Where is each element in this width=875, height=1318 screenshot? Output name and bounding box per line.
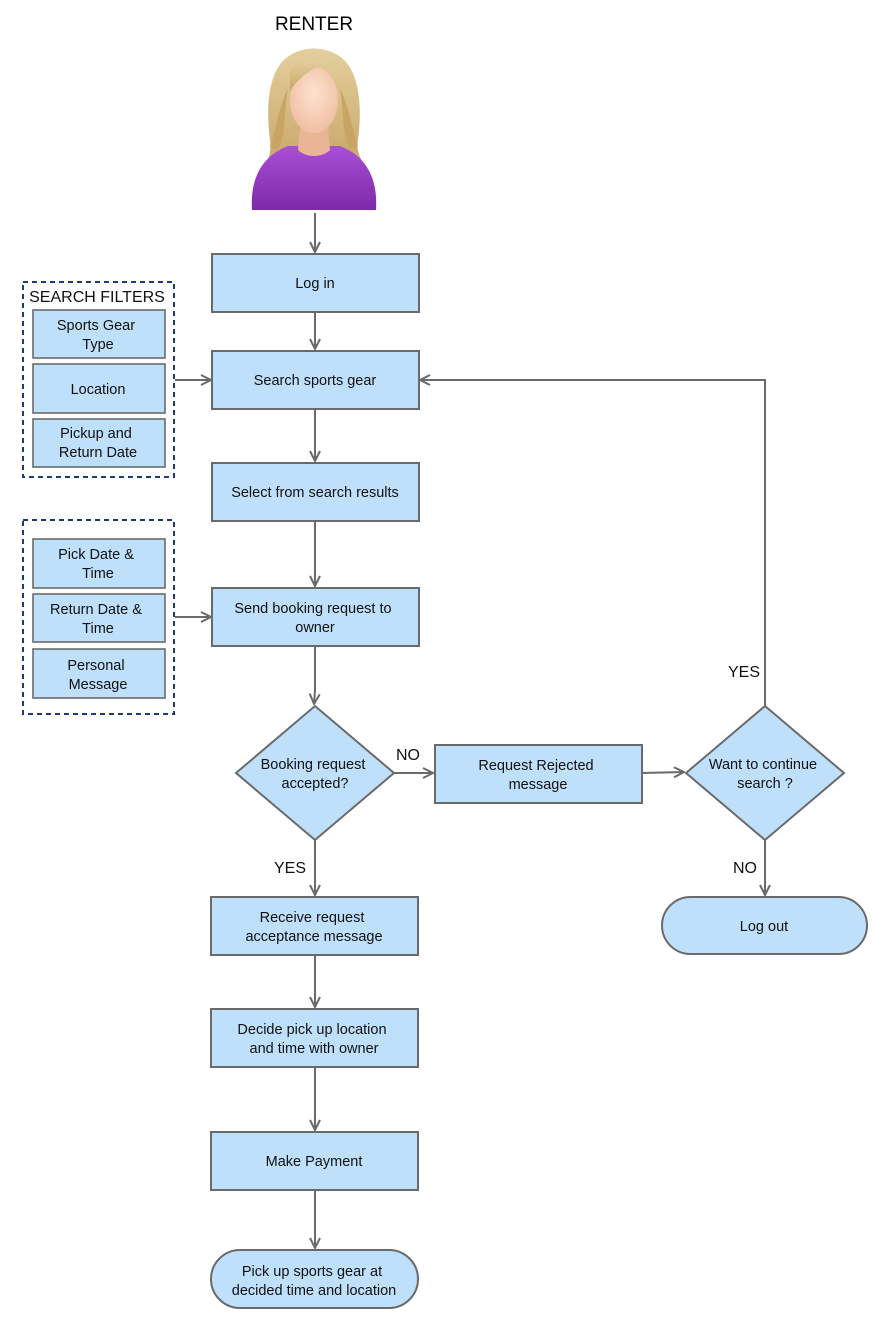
node-make-payment-label: Make Payment xyxy=(266,1154,363,1170)
node-search-sports-gear: Search sports gear xyxy=(211,350,420,410)
svg-text:Pick Date & Time: Pick Date & Time xyxy=(58,547,138,582)
svg-text:Want to continue search: Want to continue search ? xyxy=(709,757,821,792)
filter-location: Location xyxy=(32,363,166,414)
node-continue-search-line-1: Want to continue xyxy=(709,757,817,773)
node-send-booking-line-2: owner xyxy=(295,620,335,636)
svg-text:Decide pick up location: Decide pick up location and time with ow… xyxy=(237,1022,390,1057)
node-decide-pickup-line-1: Decide pick up location xyxy=(237,1022,386,1038)
node-receive-acceptance-line-1: Receive request xyxy=(260,910,365,926)
field-personal-message-line-1: Personal xyxy=(67,658,124,674)
filter-pickup-return-date-line-1: Pickup and xyxy=(60,426,132,442)
node-select-results: Select from search results xyxy=(211,462,420,522)
node-send-booking: Send booking request to owner xyxy=(211,587,420,647)
filter-sports-gear-type-line-1: Sports Gear xyxy=(57,318,135,334)
node-request-rejected-line-1: Request Rejected xyxy=(478,758,593,774)
field-personal-message: Personal Message xyxy=(32,648,166,699)
node-booking-accepted-line-2: accepted? xyxy=(282,776,349,792)
svg-text:Return Date & Time: Return Date & Time xyxy=(50,602,146,637)
svg-text:Location: Location xyxy=(71,382,126,398)
field-personal-message-line-2: Message xyxy=(69,677,128,693)
svg-text:Pick up sports gear at d: Pick up sports gear at decided time and … xyxy=(232,1264,396,1299)
search-filters-title: SEARCH FILTERS xyxy=(29,289,165,306)
node-pickup-gear-line-2: decided time and location xyxy=(232,1283,396,1299)
field-return-date-time: Return Date & Time xyxy=(32,593,166,643)
field-pick-date-time-line-2: Time xyxy=(82,566,114,582)
node-continue-search-decision: Want to continue search ? xyxy=(684,704,846,842)
svg-text:Request Rejected message: Request Rejected message xyxy=(478,758,597,793)
node-pickup-gear-line-1: Pick up sports gear at xyxy=(242,1264,382,1280)
node-continue-search-line-2: search ? xyxy=(737,776,793,792)
edge-continue-yes xyxy=(420,380,766,706)
node-login: Log in xyxy=(211,253,420,313)
edge-label-booking-yes: YES xyxy=(274,860,306,877)
edge-send-decision xyxy=(314,646,315,704)
svg-text:Booking request accepted: Booking request accepted? xyxy=(261,757,370,792)
edge-label-booking-no: NO xyxy=(396,747,420,764)
search-filters-group: SEARCH FILTERS Sports Gear Type Location… xyxy=(22,281,175,478)
node-decide-pickup-line-2: and time with owner xyxy=(250,1041,379,1057)
node-send-booking-line-1: Send booking request to xyxy=(234,601,391,617)
edge-label-continue-yes: YES xyxy=(728,664,760,681)
svg-text:Receive request acceptan: Receive request acceptance message xyxy=(245,910,382,945)
actor-title: RENTER xyxy=(275,14,353,35)
node-booking-accepted-decision: Booking request accepted? xyxy=(234,704,396,842)
field-return-date-time-line-2: Time xyxy=(82,621,114,637)
woman-avatar-icon xyxy=(251,48,377,210)
node-decide-pickup: Decide pick up location and time with ow… xyxy=(210,1008,419,1068)
field-pick-date-time-line-1: Pick Date & xyxy=(58,547,134,563)
field-pick-date-time: Pick Date & Time xyxy=(32,538,166,589)
filter-pickup-return-date-line-2: Return Date xyxy=(59,445,137,461)
node-make-payment: Make Payment xyxy=(210,1131,419,1191)
node-pickup-gear: Pick up sports gear at decided time and … xyxy=(210,1249,419,1309)
node-select-label: Select from search results xyxy=(231,485,399,501)
filter-pickup-return-date: Pickup and Return Date xyxy=(32,418,166,468)
node-receive-acceptance: Receive request acceptance message xyxy=(210,896,419,956)
node-log-out-label: Log out xyxy=(740,919,788,935)
field-return-date-time-line-1: Return Date & xyxy=(50,602,142,618)
node-search-label: Search sports gear xyxy=(254,373,377,389)
edge-label-continue-no: NO xyxy=(733,860,757,877)
connectors xyxy=(175,213,765,1248)
node-login-label: Log in xyxy=(295,276,335,292)
filter-sports-gear-type-line-2: Type xyxy=(82,337,113,353)
svg-text:Send booking request to: Send booking request to owner xyxy=(234,601,395,636)
filter-sports-gear-type: Sports Gear Type xyxy=(32,309,166,359)
filter-location-label: Location xyxy=(71,382,126,398)
svg-text:Pickup and Return Date: Pickup and Return Date xyxy=(59,426,137,461)
node-request-rejected-line-2: message xyxy=(509,777,568,793)
node-log-out: Log out xyxy=(661,896,868,955)
svg-text:Sports Gear Type: Sports Gear Type xyxy=(57,318,139,353)
node-receive-acceptance-line-2: acceptance message xyxy=(245,929,382,945)
node-booking-accepted-line-1: Booking request xyxy=(261,757,366,773)
booking-fields-group: Pick Date & Time Return Date & Time Pers… xyxy=(22,519,175,715)
node-request-rejected: Request Rejected message xyxy=(434,744,643,804)
edge-rejected-continue xyxy=(641,772,684,773)
svg-text:Personal Message: Personal Message xyxy=(67,658,128,693)
